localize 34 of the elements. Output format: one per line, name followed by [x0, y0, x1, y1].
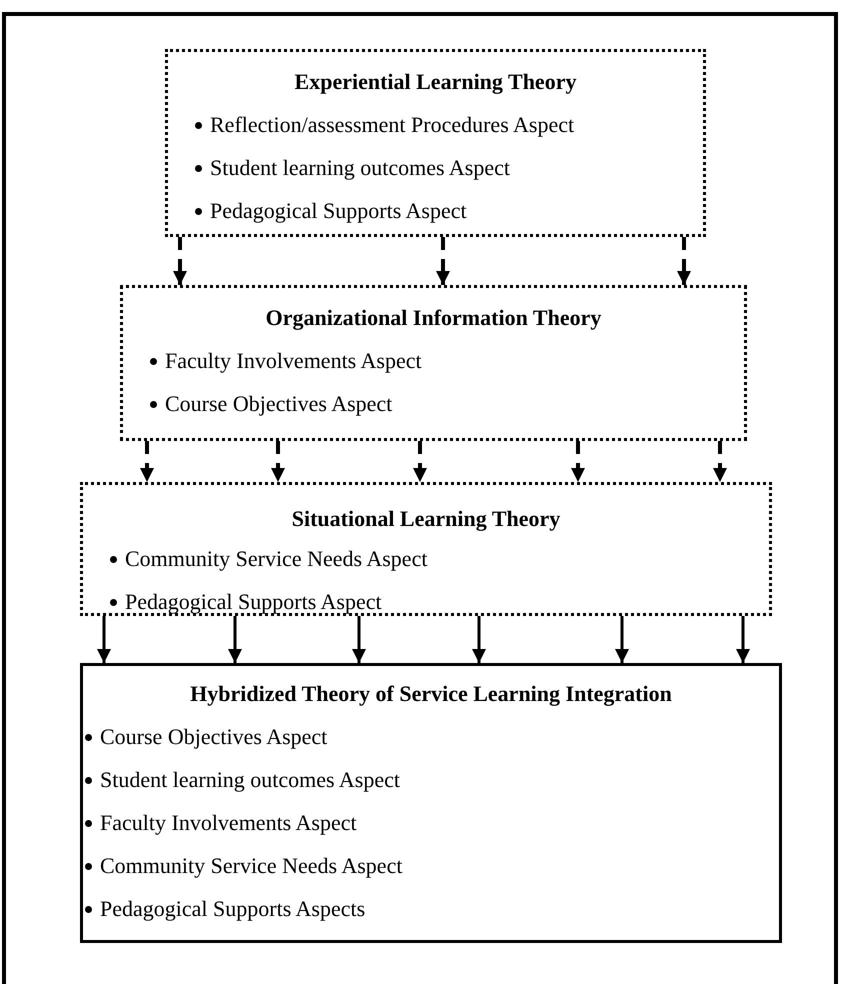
dotted-box — [80, 482, 772, 616]
dotted-box — [165, 49, 706, 237]
box-title: Organizational Information Theory — [264, 304, 602, 332]
bullet-text: Course Objectives Aspect — [165, 391, 392, 416]
arrow — [352, 616, 366, 663]
bullet-text: Faculty Involvements Aspect — [165, 348, 422, 373]
bullet-text: Pedagogical Supports Aspect — [125, 589, 382, 614]
arrow — [413, 441, 427, 482]
arrow — [713, 441, 727, 482]
arrow — [472, 616, 486, 663]
arrow — [271, 441, 285, 482]
bullet-text: Faculty Involvements Aspect — [100, 810, 357, 835]
box-title: Hybridized Theory of Service Learning Integration — [189, 680, 673, 708]
bullet-text: Pedagogical Supports Aspect — [210, 198, 467, 223]
box-title: Experiential Learning Theory — [294, 68, 578, 96]
arrow — [97, 616, 111, 663]
box-title: Situational Learning Theory — [290, 505, 562, 533]
bullet-text: Pedagogical Supports Aspects — [100, 896, 366, 921]
dotted-box — [120, 285, 747, 441]
arrow — [677, 237, 691, 285]
bullet-text: Course Objectives Aspect — [100, 724, 328, 749]
arrow — [228, 616, 242, 663]
bullet-text: Student learning outcomes Aspect — [210, 155, 510, 180]
process-box — [80, 663, 782, 943]
arrow — [173, 237, 187, 285]
arrow — [615, 616, 629, 663]
arrow — [736, 616, 750, 663]
bullet-text: Community Service Needs Aspect — [100, 853, 402, 878]
bullet-text: Student learning outcomes Aspect — [100, 767, 400, 792]
arrow — [436, 237, 450, 285]
arrow — [140, 441, 154, 482]
bullet-text: Reflection/assessment Procedures Aspect — [210, 112, 574, 137]
bullet-text: Community Service Needs Aspect — [125, 546, 428, 571]
arrow — [571, 441, 585, 482]
